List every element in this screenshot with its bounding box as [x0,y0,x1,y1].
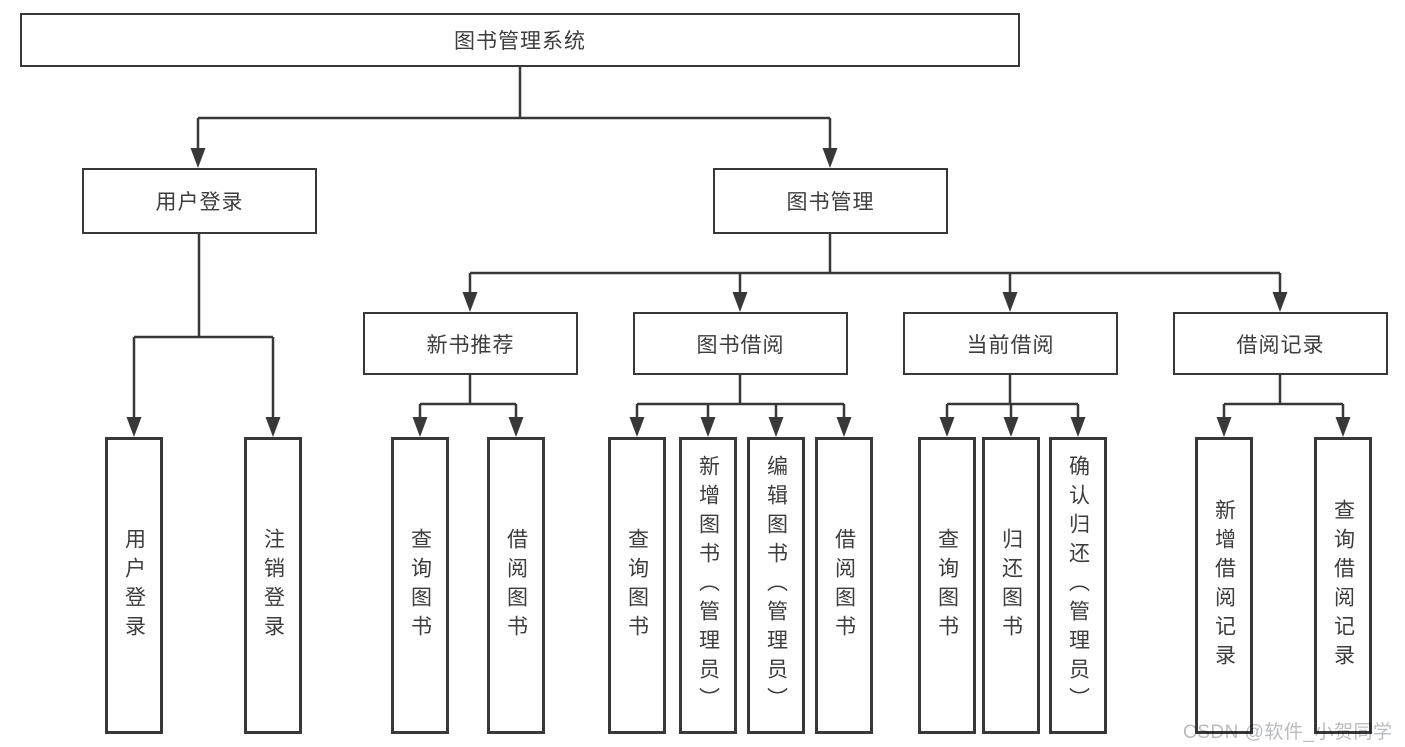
node-label: 注销登录 [261,527,285,644]
node-label: 图书借阅 [696,333,785,357]
node-current-borrowing: 当前借阅 [903,312,1118,375]
leaf-query-books-recommend: 查询图书 [391,437,449,734]
node-library-system: 图书管理系统 [20,13,1020,67]
node-user-login: 用户登录 [82,168,317,234]
leaf-query-books-current: 查询图书 [918,437,976,734]
node-new-book-recommend: 新书推荐 [363,312,578,375]
node-label: 确认归还（管理员） [1066,455,1090,716]
csdn-watermark: CSDN @软件_小贺同学 [1183,722,1393,743]
node-label: 编辑图书（管理员） [764,455,788,716]
leaf-edit-books-admin: 编辑图书（管理员） [747,437,805,734]
node-label: 新增图书（管理员） [696,455,720,716]
node-label: 用户登录 [122,527,146,644]
node-label: 查询图书 [935,527,959,644]
node-label: 查询图书 [408,527,432,644]
node-label: 当前借阅 [966,333,1055,357]
connector-line [132,67,1345,420]
node-label: 借阅图书 [504,527,528,644]
node-label: 借阅图书 [832,527,856,644]
node-book-management: 图书管理 [713,168,948,234]
node-label: 查询借阅记录 [1331,498,1355,673]
node-label: 归还图书 [999,527,1023,644]
node-borrowing-records: 借阅记录 [1173,312,1388,375]
node-label: 查询图书 [625,527,649,644]
node-label: 图书管理 [786,191,875,214]
leaf-logout-login: 注销登录 [244,437,302,734]
node-label: 新增借阅记录 [1212,498,1236,673]
leaf-borrow-books: 借阅图书 [815,437,873,734]
node-label: 图书管理系统 [454,30,586,53]
node-label: 借阅记录 [1236,333,1325,357]
node-label: 用户登录 [155,191,244,214]
leaf-return-books: 归还图书 [982,437,1040,734]
arrowhead-icon [126,148,1351,437]
leaf-add-borrow-record: 新增借阅记录 [1195,437,1253,734]
leaf-add-books-admin: 新增图书（管理员） [679,437,737,734]
node-book-borrowing: 图书借阅 [633,312,848,375]
leaf-borrow-books-recommend: 借阅图书 [487,437,545,734]
leaf-confirm-return-admin: 确认归还（管理员） [1049,437,1107,734]
leaf-query-books-borrowing: 查询图书 [608,437,666,734]
leaf-user-login: 用户登录 [105,437,163,734]
node-label: 新书推荐 [426,333,515,357]
leaf-query-borrow-record: 查询借阅记录 [1314,437,1372,734]
